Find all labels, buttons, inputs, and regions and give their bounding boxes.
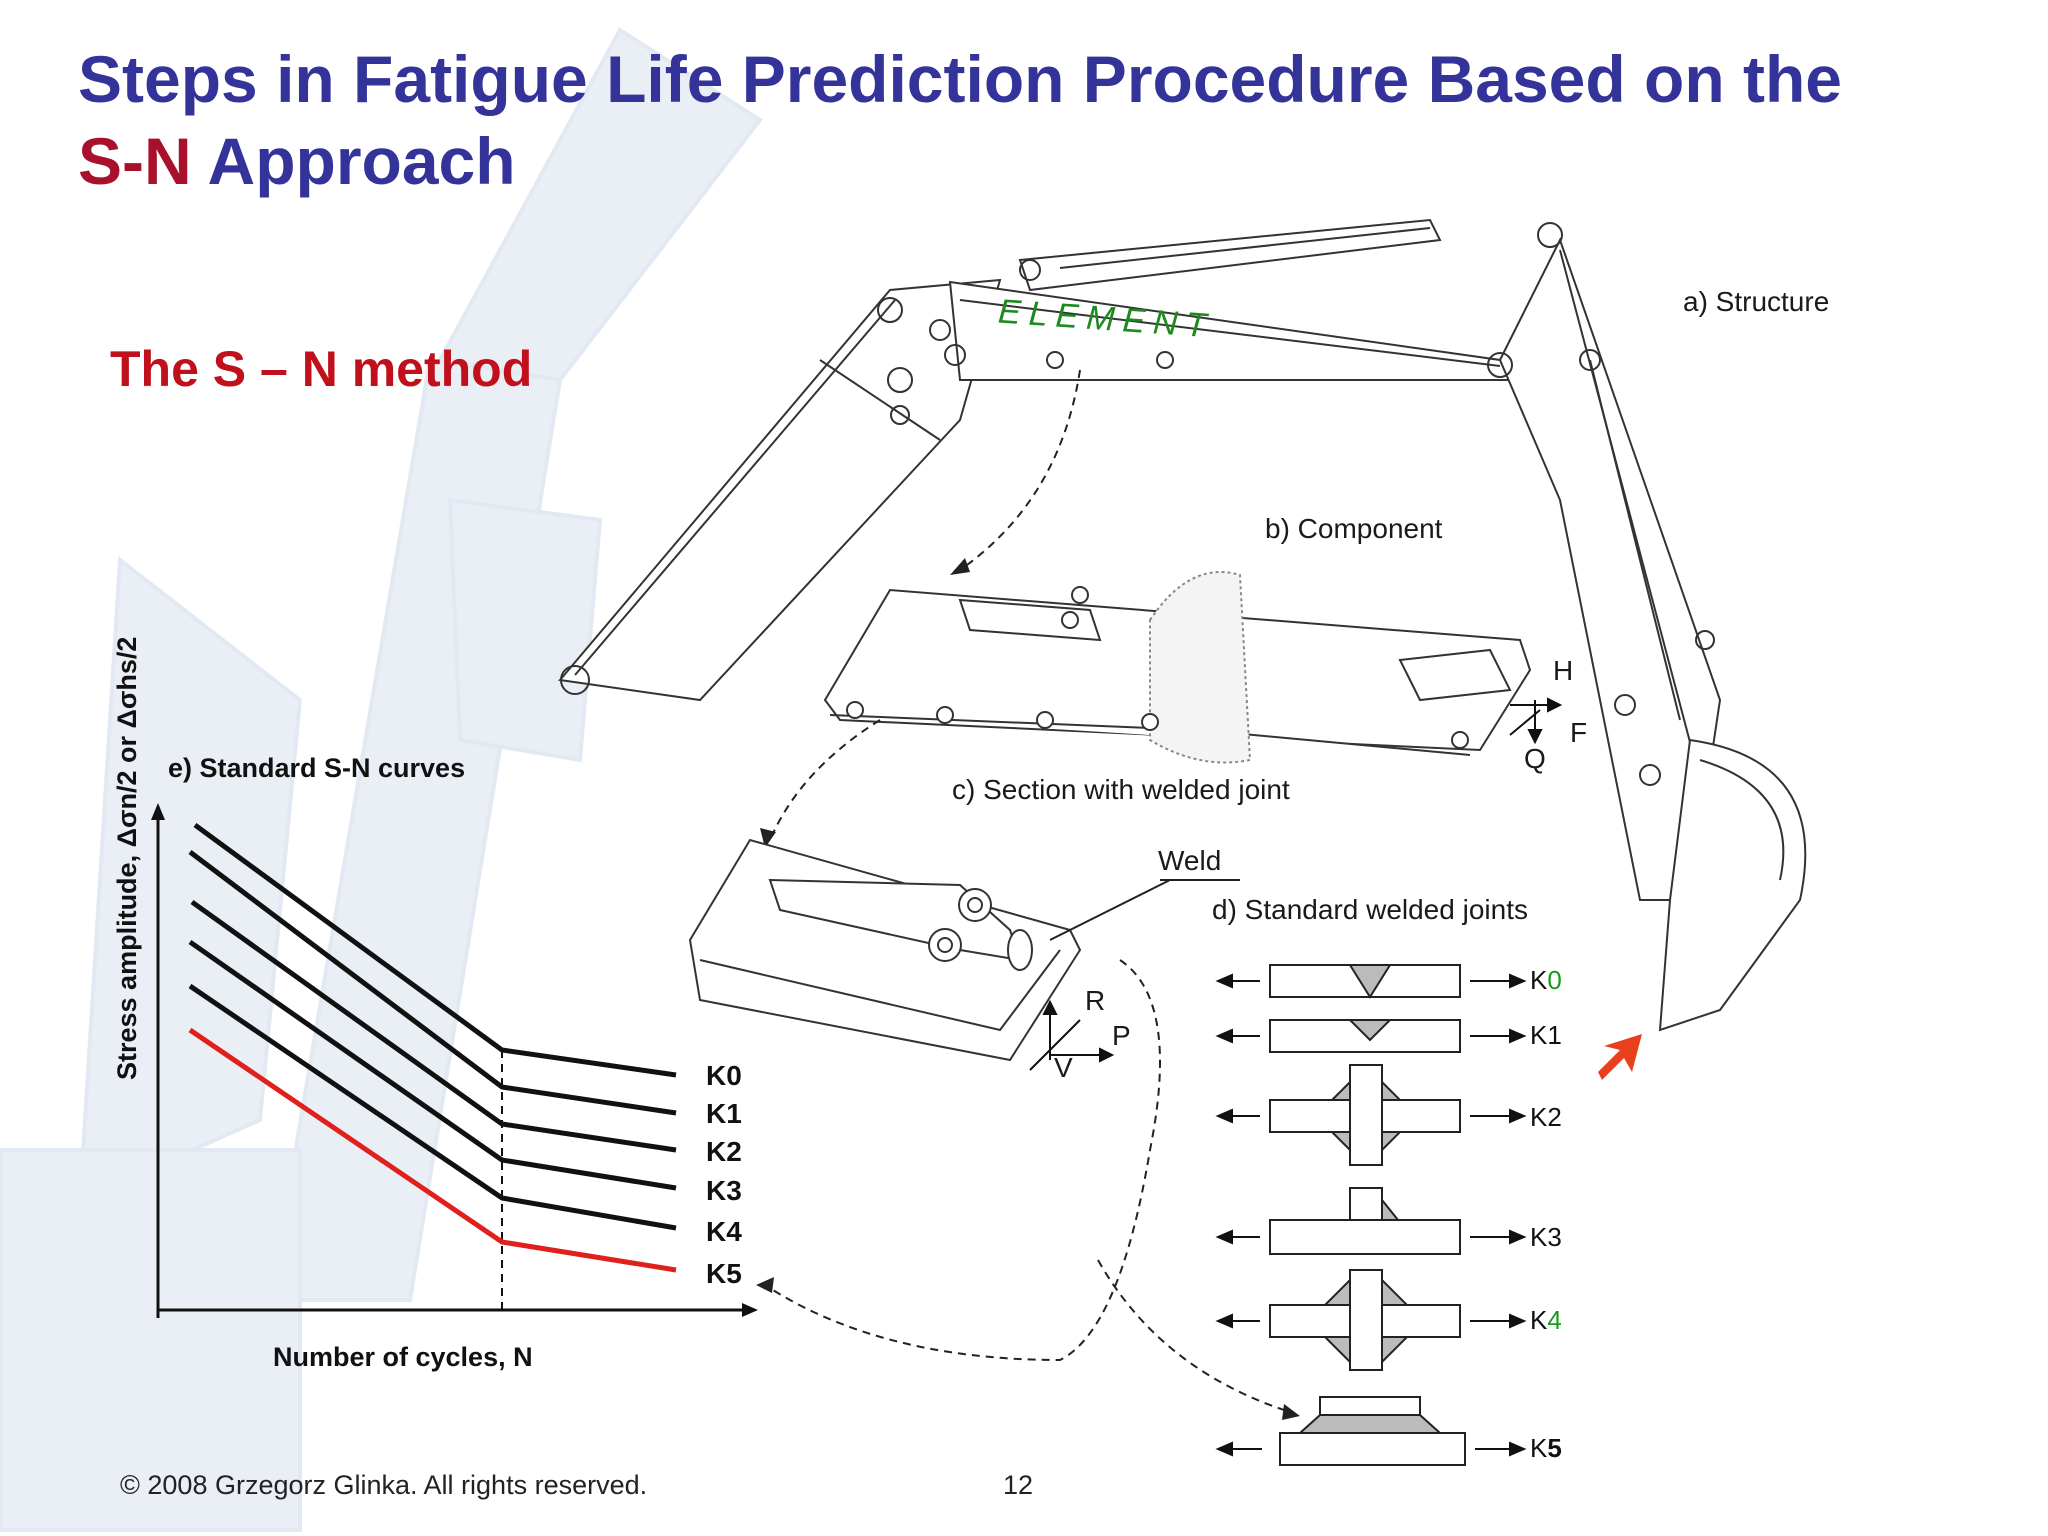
element-to-component-pointer xyxy=(959,369,1081,571)
force-arrows-rpv xyxy=(1029,999,1115,1071)
title-sn: S-N xyxy=(78,124,192,198)
joint-load-arrows xyxy=(1215,973,1527,1457)
sn-chart xyxy=(151,803,758,1318)
curve-label-k3: K3 xyxy=(706,1175,742,1206)
joint-label-k0: K0 xyxy=(1530,965,1562,995)
joint-right-arrowhead xyxy=(1509,1028,1527,1044)
joint-label-k3: K3 xyxy=(1530,1222,1562,1252)
force-label-q: Q xyxy=(1524,743,1546,774)
joint-right-arrowhead xyxy=(1509,1441,1527,1457)
joint-right-arrowhead xyxy=(1509,1229,1527,1245)
sn-curve-k4 xyxy=(188,983,677,1231)
joint-label-k4: K4 xyxy=(1530,1305,1562,1335)
component-label: b) Component xyxy=(1265,513,1443,544)
joint-left-arrowhead xyxy=(1215,1441,1233,1457)
x-axis-arrowhead xyxy=(742,1303,758,1317)
joint-left-arrowhead xyxy=(1215,973,1233,989)
section-to-joints-pointer xyxy=(764,959,1161,1362)
joint-label-k1: K1 xyxy=(1530,1020,1562,1050)
curve-label-k4: K4 xyxy=(706,1216,742,1247)
force-label-p: P xyxy=(1112,1020,1131,1051)
joint-label-k2: K2 xyxy=(1530,1102,1562,1132)
title-line1: Steps in Fatigue Life Prediction Procedu… xyxy=(78,42,1842,116)
red-pointer-arrow xyxy=(1598,1034,1642,1080)
curve-label-k0: K0 xyxy=(706,1060,742,1091)
section-label: c) Section with welded joint xyxy=(952,774,1290,805)
excavator-structure-drawing xyxy=(558,218,1807,1032)
page-number: 12 xyxy=(1003,1470,1034,1500)
y-axis-label: Stress amplitude, Δσn/2 or Δσhs/2 xyxy=(112,636,142,1080)
joint-label-k5: K5 xyxy=(1530,1433,1562,1463)
force-label-h: H xyxy=(1553,655,1574,686)
welded-section-drawing xyxy=(688,838,1082,1062)
title-line2: Approach xyxy=(191,124,516,198)
background-excavator-watermark xyxy=(0,27,763,1532)
footer-copyright: © 2008 Grzegorz Glinka. All rights reser… xyxy=(120,1470,648,1500)
component-to-section-pointer xyxy=(769,719,881,841)
subtitle: The S – N method xyxy=(110,341,533,397)
joint-left-arrowhead xyxy=(1215,1313,1233,1329)
page-title: Steps in Fatigue Life Prediction Procedu… xyxy=(78,38,1998,202)
structure-label: a) Structure xyxy=(1683,286,1830,317)
x-axis-label: Number of cycles, N xyxy=(273,1342,533,1372)
curve-label-k1: K1 xyxy=(706,1098,742,1129)
y-axis-arrowhead xyxy=(151,803,165,820)
sn-curve-k2 xyxy=(190,899,677,1153)
curve-label-k2: K2 xyxy=(706,1136,742,1167)
sn-curve-k0 xyxy=(193,822,677,1078)
force-label-f: F xyxy=(1570,717,1588,748)
joint-right-arrowhead xyxy=(1509,1108,1527,1124)
joint-right-arrowhead xyxy=(1509,973,1527,989)
joints-label: d) Standard welded joints xyxy=(1212,894,1528,925)
weld-leader-line xyxy=(1049,879,1171,941)
force-arrows-hfq xyxy=(1509,697,1563,745)
joint-left-arrowhead xyxy=(1215,1028,1233,1044)
sn-curve-k3 xyxy=(188,939,677,1191)
sn-curve-k5 xyxy=(188,1027,677,1273)
k5-joint-arrowhead xyxy=(1282,1404,1300,1420)
force-label-r: R xyxy=(1085,985,1106,1016)
section-to-k5-arrowhead xyxy=(756,1277,774,1293)
section-to-k5-joint-pointer xyxy=(1097,1259,1291,1413)
standard-welded-joints xyxy=(1269,964,1466,1466)
sn-curve-k1 xyxy=(188,850,677,1116)
weld-label: Weld xyxy=(1158,845,1222,876)
component-drawing xyxy=(823,571,1532,764)
joint-right-arrowhead xyxy=(1509,1313,1527,1329)
joint-left-arrowhead xyxy=(1215,1229,1233,1245)
curve-label-k5: K5 xyxy=(706,1258,742,1289)
joint-left-arrowhead xyxy=(1215,1108,1233,1124)
curves-label: e) Standard S-N curves xyxy=(168,753,466,783)
force-label-v: V xyxy=(1054,1052,1073,1083)
element-to-component-arrowhead xyxy=(950,558,970,575)
